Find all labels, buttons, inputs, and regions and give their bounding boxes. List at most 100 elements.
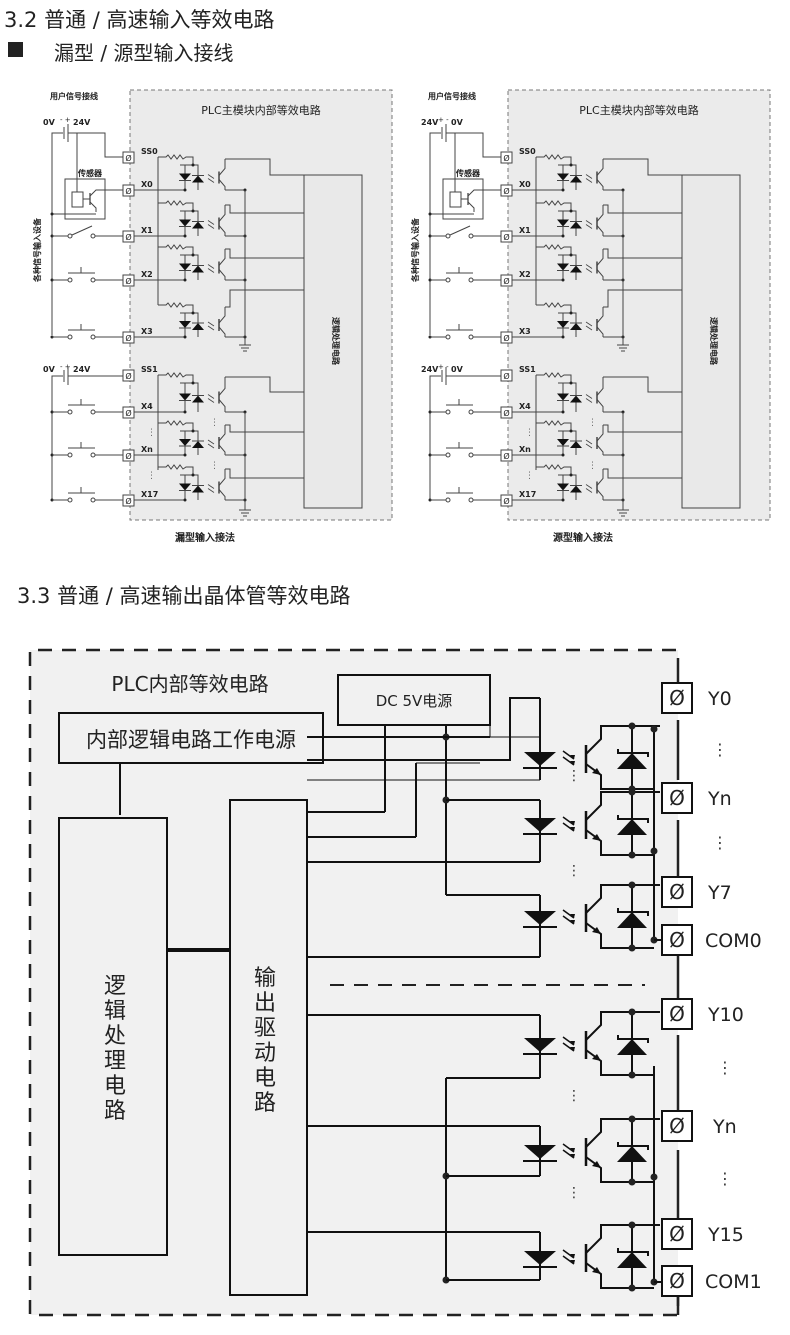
output-driver-char: 输 xyxy=(254,966,276,991)
ellipsis: ⋮ xyxy=(712,740,728,759)
switch-contact xyxy=(468,497,474,503)
emitter-arrow xyxy=(592,1267,601,1274)
led-down-icon xyxy=(179,263,191,271)
square-bullet-icon xyxy=(8,42,23,61)
emitter xyxy=(218,269,226,280)
junction-dot xyxy=(628,1221,636,1229)
led-up-icon xyxy=(570,485,582,493)
light-arrow xyxy=(207,484,215,489)
collector xyxy=(596,307,604,324)
input-channel xyxy=(512,154,682,192)
logic-processing-label: 逻辑处理电路 xyxy=(709,316,719,366)
switch-contact xyxy=(90,497,96,503)
section-3-3-title: 3.3 普通 / 高速输出晶体管等效电路 xyxy=(17,584,351,608)
sensor-box xyxy=(442,178,484,220)
junction-dot xyxy=(442,1172,450,1180)
junction-dot xyxy=(183,453,187,457)
terminal-yn-group1 xyxy=(661,782,693,814)
collector xyxy=(218,249,226,266)
signal-wire xyxy=(225,289,304,308)
switch-contact xyxy=(90,409,96,415)
supply-polarity: + - xyxy=(438,116,449,124)
terminal-label-xn: Xn xyxy=(519,445,531,454)
sensor-output xyxy=(467,189,501,197)
terminal-symbol: Ø xyxy=(125,451,131,461)
light-arrow xyxy=(207,220,215,225)
output-driver-char: 出 xyxy=(254,991,276,1016)
emitter-arrow xyxy=(592,834,601,841)
light-arrow xyxy=(562,750,575,760)
emitter-wire xyxy=(585,922,654,949)
terminal-label-y7: Y7 xyxy=(707,882,732,904)
terminal-symbol-icon: Ø xyxy=(669,928,685,952)
collector-wire xyxy=(585,791,660,821)
emitter-wire xyxy=(585,763,654,790)
terminal-label-x4: X4 xyxy=(519,402,531,411)
signal-wire xyxy=(225,158,304,176)
output-driver-char: 动 xyxy=(254,1041,276,1066)
output-driver-char: 驱 xyxy=(254,1016,276,1041)
led-up-icon xyxy=(192,265,204,273)
led-down-icon xyxy=(557,173,569,181)
sensor-element xyxy=(71,191,84,208)
terminal-label-xn: Xn xyxy=(141,445,153,454)
emitter-arrow xyxy=(592,927,601,934)
zener-bar xyxy=(617,908,649,916)
junction-dot xyxy=(183,278,187,282)
light-arrow xyxy=(585,264,593,269)
arrow-head xyxy=(570,1041,575,1045)
switch-lever xyxy=(71,225,93,236)
resistor xyxy=(158,244,194,255)
junction-dot xyxy=(442,733,450,741)
signal-wire xyxy=(603,289,682,308)
terminal-symbol: Ø xyxy=(125,408,131,418)
input-channel xyxy=(512,420,682,457)
terminal-symbol: Ø xyxy=(503,371,509,381)
terminal-label-ss1: SS1 xyxy=(519,365,536,374)
signal-wire xyxy=(225,204,304,214)
junction-dot xyxy=(628,944,636,952)
arrow-head xyxy=(570,821,575,825)
light-arrow xyxy=(585,178,593,183)
light-arrow xyxy=(207,488,215,493)
light-arrow xyxy=(207,174,215,179)
supply-polarity: + - xyxy=(438,363,449,371)
dashed-border xyxy=(28,648,680,1317)
supply-wire xyxy=(51,132,63,335)
input-device-label: 各种信号输入设备 xyxy=(410,217,420,283)
resistor xyxy=(536,200,572,211)
terminal-symbol-icon: Ø xyxy=(669,786,685,810)
terminal-label-y10: Y10 xyxy=(707,1004,744,1026)
light-arrow xyxy=(585,174,593,179)
ellipsis: ⋮ xyxy=(567,863,581,879)
supply-left-label: 24V xyxy=(421,118,439,127)
emitter-arrow xyxy=(592,1161,601,1168)
output-channel-y0 xyxy=(523,698,660,793)
junction-dot xyxy=(569,209,573,213)
resistor xyxy=(536,420,572,431)
terminal-label-x3: X3 xyxy=(519,327,531,336)
switch-contact xyxy=(468,409,474,415)
logic-processing-char: 辑 xyxy=(104,999,126,1024)
supply-wire xyxy=(51,375,63,500)
led-down-icon xyxy=(179,219,191,227)
emitter xyxy=(218,326,226,337)
resistor xyxy=(536,372,572,383)
input-channel xyxy=(512,289,682,339)
output-channel-yn xyxy=(523,788,660,862)
junction-dot xyxy=(628,1008,636,1016)
resistor xyxy=(158,154,194,165)
terminal-label-com1: COM1 xyxy=(705,1271,762,1293)
emitter xyxy=(218,489,226,500)
terminal-y15 xyxy=(661,1218,693,1250)
light-arrow xyxy=(585,488,593,493)
light-arrow xyxy=(562,915,575,925)
emitter-arrow xyxy=(592,768,601,775)
collector-wire xyxy=(585,1011,660,1041)
collector xyxy=(218,469,226,486)
input-channel xyxy=(134,200,304,238)
junction-dot xyxy=(183,234,187,238)
arrow-head xyxy=(570,1154,575,1158)
emitter xyxy=(218,179,226,190)
emitter xyxy=(596,225,604,236)
